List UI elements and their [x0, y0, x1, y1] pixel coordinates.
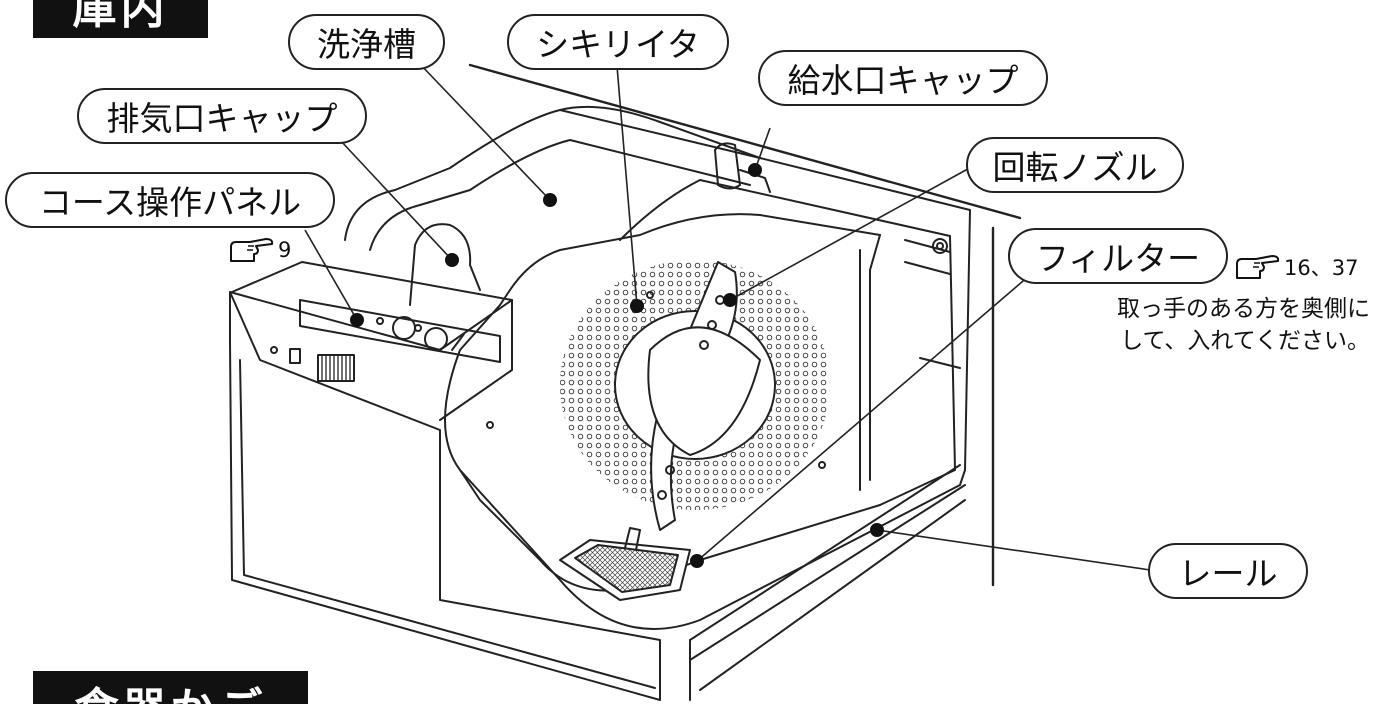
pointing-hand-icon: [230, 238, 274, 262]
section-tab-dish-rack: 食器かご: [33, 671, 308, 704]
filter-note-line-1: 取っ手のある方を奥側に: [1117, 296, 1370, 322]
callout-divider: シキリイタ: [507, 14, 729, 70]
page-ref-course-panel: 9: [228, 236, 291, 264]
callout-exhaust-cap: 排気口キャップ: [77, 88, 367, 144]
callout-rotating-nozzle: 回転ノズル: [966, 137, 1184, 193]
exhaust-cap-shape: [409, 223, 481, 306]
filter-dot: [690, 554, 704, 568]
section-tab-interior: 庫内: [33, 0, 208, 38]
rail-dot: [870, 523, 884, 537]
water-inlet-shape: [714, 142, 741, 190]
pointing-hand-icon: [1236, 255, 1280, 279]
rail-shape: [689, 464, 966, 691]
wash-tub-dot: [543, 193, 557, 207]
water-inlet-dot: [748, 163, 762, 177]
callout-course-panel: コース操作パネル: [5, 172, 335, 228]
tub-rim: [344, 109, 971, 630]
exhaust-cap-dot: [445, 253, 459, 267]
control-panel: [299, 299, 501, 363]
callout-filter: フィルター: [1008, 228, 1228, 284]
callout-rail: レール: [1148, 543, 1308, 599]
callout-wash-tub: 洗浄槽: [288, 14, 445, 70]
callout-water-inlet-cap: 給水口キャップ: [758, 50, 1048, 106]
page-ref-filter: 16、37: [1234, 252, 1358, 282]
filter-note: 取っ手のある方を奥側に して、入れてください。: [1117, 293, 1370, 357]
nozzle-dot: [723, 293, 737, 307]
divider-dot: [630, 299, 644, 313]
page-ref-number: 9: [278, 238, 292, 262]
page-ref-number: 16、37: [1284, 256, 1359, 280]
drawer-front: [229, 291, 661, 701]
filter-note-line-2: して、入れてください。: [1120, 328, 1370, 354]
panel-dot: [350, 313, 364, 327]
